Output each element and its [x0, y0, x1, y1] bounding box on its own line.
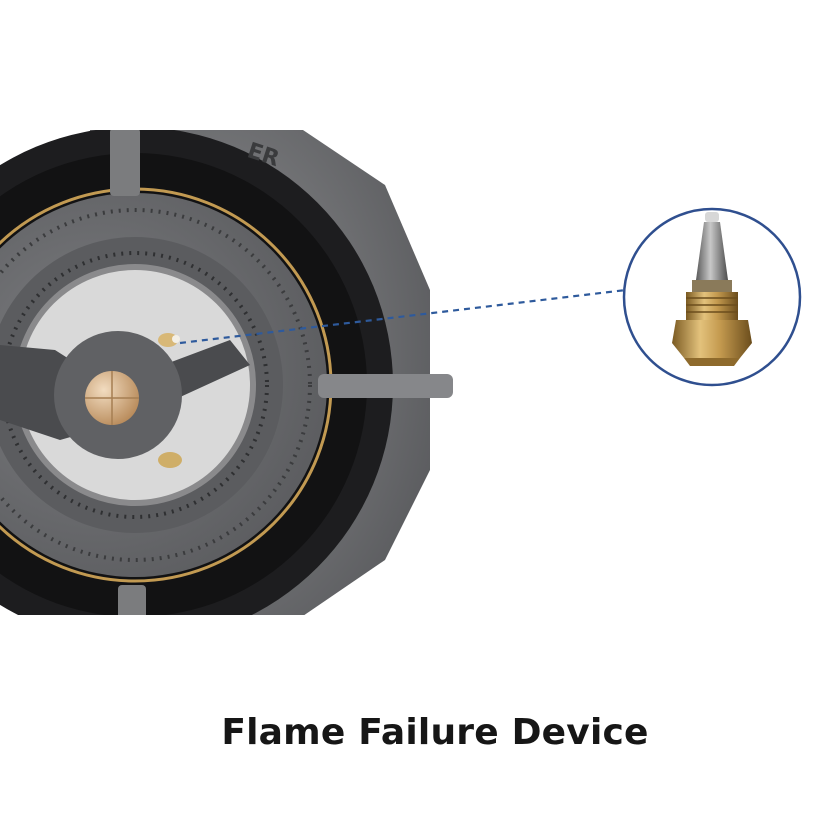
flame-sensor-probe-icon [672, 212, 752, 366]
callout-dashed-line [179, 288, 627, 345]
burner-photo: ER [0, 130, 453, 615]
grate-finger-right [318, 374, 453, 398]
grate-finger-top [110, 130, 140, 196]
caption-title: Flame Failure Device [221, 712, 649, 753]
magnifier-lens [622, 207, 802, 387]
grate-finger-bottom [118, 585, 146, 615]
igniter-tip [158, 452, 182, 468]
